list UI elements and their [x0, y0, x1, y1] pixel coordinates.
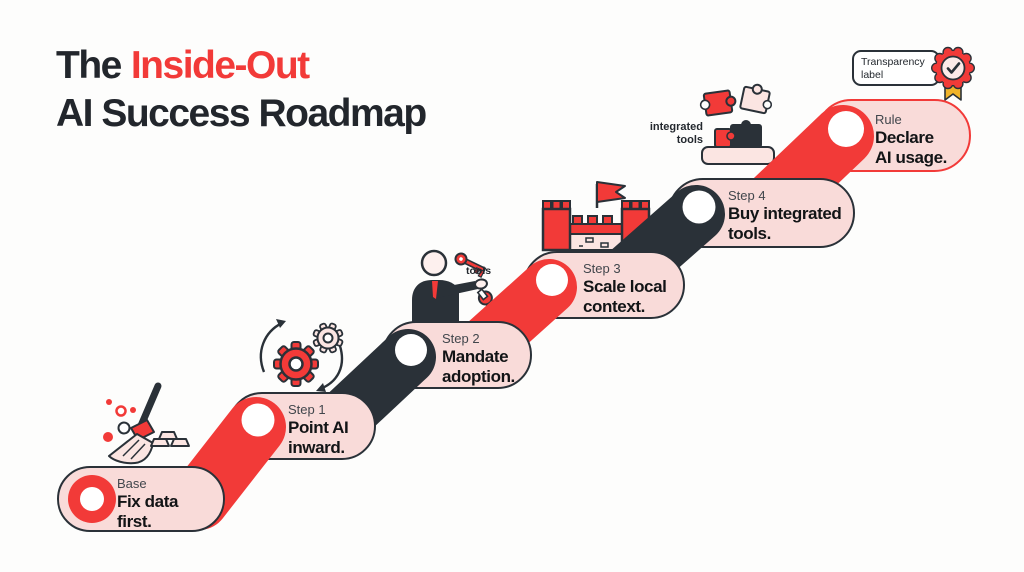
ribbon-tail: [944, 81, 962, 101]
puzzle-piece-red-small: [714, 128, 736, 148]
puzzle-pieces-icon: integrated tools: [650, 83, 775, 165]
step-pill-step2: Step 2 Mandate adoption.: [382, 321, 532, 389]
step-pill-step1: Step 1 Point AI inward.: [228, 392, 376, 460]
gear-large: [273, 341, 319, 387]
rosette-check: [931, 46, 976, 90]
step-text-line2: tools.: [728, 223, 771, 243]
step-pill-step3: Step 3 Scale local context.: [523, 251, 685, 319]
step-text-line1: Scale local: [583, 277, 667, 296]
step-label: Step 1: [288, 402, 326, 417]
puzzle-piece-red: [699, 89, 737, 117]
step-label: Rule: [875, 112, 902, 127]
step-text-line2: inward.: [288, 437, 345, 457]
puzzle-piece-pink: [739, 83, 773, 115]
broom-sweep-icon: [103, 382, 190, 465]
step-pill-step4: Step 4 Buy integrated tools.: [668, 178, 855, 248]
step-text-line1: Mandate: [442, 347, 509, 366]
integrated-tools-annotation-line1: integrated: [650, 121, 703, 133]
title-line-2: AI Success Roadmap: [56, 92, 427, 135]
castle-icon: [541, 181, 651, 252]
title-highlight: Inside-Out: [130, 44, 310, 87]
key-icon: [454, 252, 487, 278]
step-text-line1: Declare: [875, 128, 934, 147]
base-ring-icon: [68, 475, 116, 523]
step-text-line1: Buy integrated: [728, 204, 842, 223]
transparency-label-line1: Transparency: [861, 56, 926, 68]
step-text-line2: adoption.: [442, 366, 515, 386]
step-text-line1: Point AI: [288, 418, 349, 437]
integrated-tools-annotation-line2: tools: [677, 134, 703, 146]
step-pill-rule: Rule Declare AI usage.: [815, 99, 971, 172]
step-text-line1: Fix data: [117, 492, 179, 511]
step-text-line2: context.: [583, 296, 645, 316]
check-icon: [946, 62, 961, 74]
tools-annotation: tools: [466, 265, 491, 277]
transparency-badge-icon: Transparency label: [852, 46, 976, 101]
gear-small: [312, 322, 344, 354]
step-label: Step 2: [442, 331, 480, 346]
gears-cycle-icon: [259, 319, 344, 392]
transparency-label-line2: label: [861, 69, 883, 81]
step-label: Base: [117, 476, 147, 491]
step-label: Step 3: [583, 261, 621, 276]
step-label: Step 4: [728, 188, 766, 203]
person-tools-icon: tools: [412, 249, 512, 330]
step-text-line2: AI usage.: [875, 147, 947, 167]
title-the: The: [56, 44, 122, 87]
puzzle-piece-dark: [730, 120, 762, 148]
step-text-line2: first.: [117, 511, 152, 531]
step-pill-base: Base Fix data first.: [57, 466, 225, 532]
